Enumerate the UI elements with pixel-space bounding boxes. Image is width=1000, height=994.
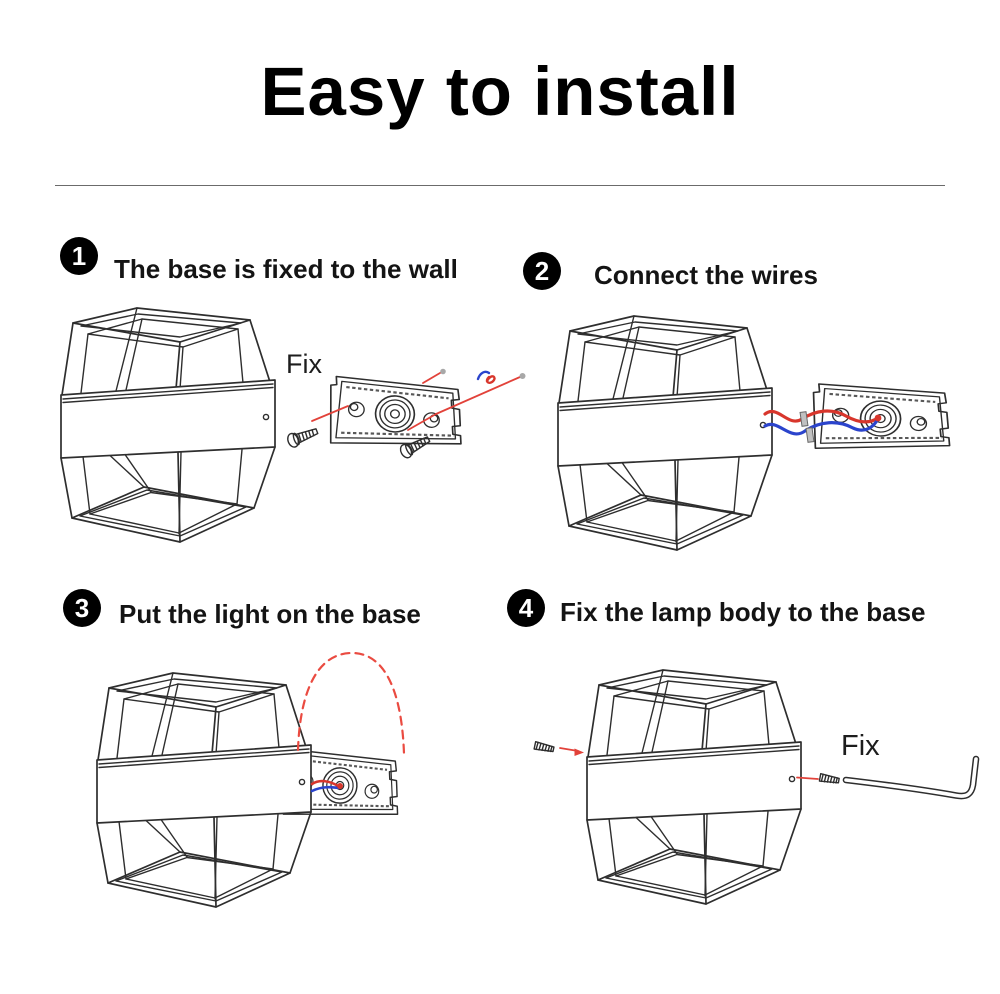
step-1-number-badge: 1: [60, 237, 98, 275]
step-1-number: 1: [71, 241, 87, 271]
lamp-body-illustration: [96, 672, 312, 908]
mounting-plate-illustration: [810, 382, 953, 455]
wire-blue: [310, 785, 341, 793]
right-set-screw-and-key: [796, 755, 980, 800]
screw-tip-dot: [440, 368, 446, 375]
allen-key-icon: [842, 755, 980, 800]
wire-blue: [763, 417, 880, 436]
wire-stub-icon: [476, 370, 496, 385]
step-2-number-badge: 2: [523, 252, 561, 290]
step-2-label: Connect the wires: [594, 260, 818, 290]
step-4-number: 4: [518, 593, 534, 623]
mounting-plate-illustration: [325, 374, 467, 454]
lamp-body-illustration: [557, 315, 773, 551]
step-1-label: The base is fixed to the wall: [114, 254, 458, 284]
arrow-head-icon: [574, 748, 584, 756]
connection-wires: [310, 779, 343, 793]
lamp-body-illustration: [60, 307, 276, 543]
fix-annotation-step-1: Fix: [286, 349, 322, 379]
step-3-label: Put the light on the base: [119, 599, 421, 629]
divider-line: [55, 185, 945, 186]
wire-red: [763, 409, 880, 424]
allen-key-highlight: [844, 757, 978, 798]
lamp-body-illustration: [586, 669, 802, 905]
step-4-label: Fix the lamp body to the base: [560, 597, 926, 627]
wall-anchor-dot: [519, 373, 526, 379]
screw-icon: [285, 423, 321, 450]
wire-connector: [799, 411, 809, 427]
step-3-number: 3: [74, 593, 90, 623]
rotation-arc-icon: [296, 651, 406, 756]
left-set-screw: [533, 740, 584, 756]
connection-wires: [763, 409, 882, 443]
step-3-illustration: [96, 651, 406, 908]
step-1-illustration: [60, 307, 526, 543]
fix-annotation-step-4: Fix: [841, 730, 880, 762]
step-2-illustration: [557, 315, 953, 551]
wire-connector: [805, 427, 815, 443]
screws-and-leaders: [285, 368, 526, 461]
step-3-number-badge: 3: [63, 589, 101, 627]
page-title: Easy to install: [260, 53, 740, 130]
step-4-number-badge: 4: [507, 589, 545, 627]
wire-end-dot: [874, 414, 882, 422]
wire-red: [310, 779, 340, 788]
set-screw-icon: [533, 740, 555, 754]
step-2-number: 2: [534, 256, 550, 286]
set-screw-icon: [818, 772, 841, 786]
step-4-illustration: [533, 669, 980, 905]
wire-end-dot: [337, 783, 343, 789]
